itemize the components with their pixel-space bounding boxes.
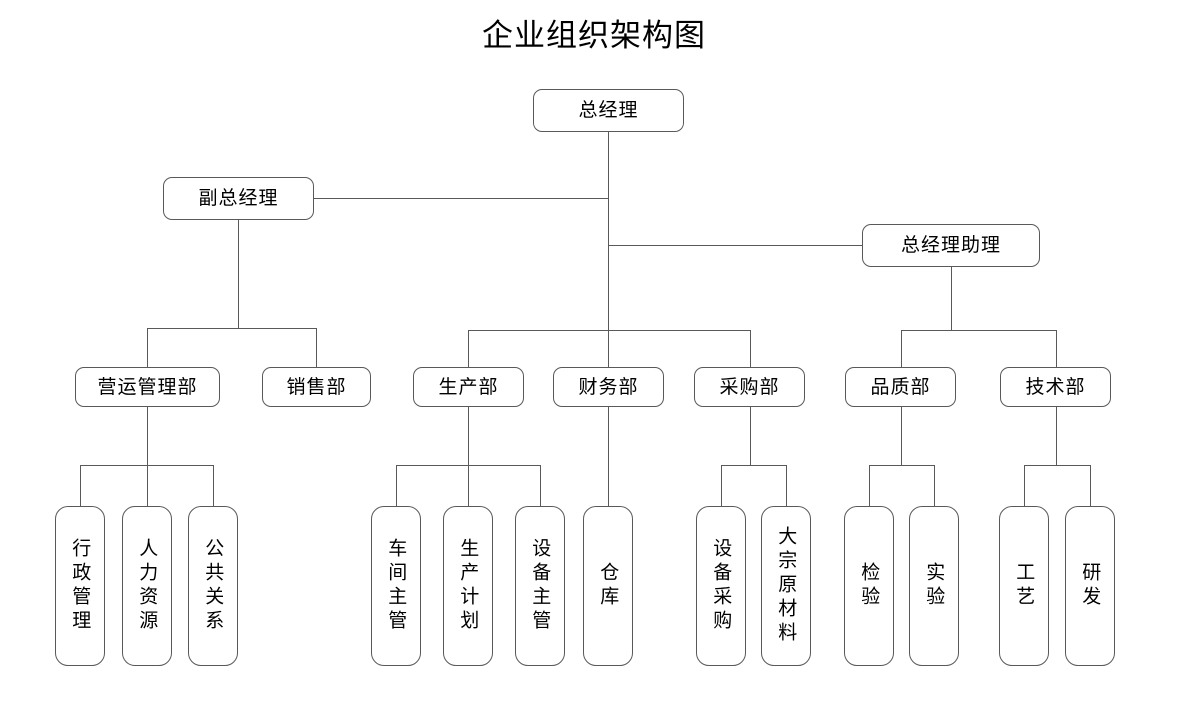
node-label: 人力资源	[136, 538, 159, 634]
node-public-relations[interactable]: 公共关系	[188, 506, 238, 666]
connector-assistant-trunk	[951, 267, 953, 330]
connector-operations-to-hr	[147, 465, 149, 506]
connector-gm-to-assistant	[608, 244, 951, 246]
node-quality-department[interactable]: 品质部	[845, 367, 956, 407]
connector-quality-to-experiment	[934, 465, 936, 506]
connector-gm-dept-bus	[468, 329, 751, 331]
node-rnd[interactable]: 研发	[1065, 506, 1115, 666]
connector-gm-to-production	[468, 330, 470, 367]
node-label: 生产部	[438, 375, 499, 398]
connector-assistant-bus	[901, 329, 1057, 331]
node-gm-assistant[interactable]: 总经理助理	[862, 224, 1040, 267]
connector-technology-trunk	[1056, 407, 1058, 465]
node-label: 车间主管	[385, 538, 408, 634]
connector-deputy-bus	[147, 327, 317, 329]
node-finance-department[interactable]: 财务部	[553, 367, 664, 407]
node-label: 研发	[1079, 562, 1102, 610]
connector-quality-bus	[869, 464, 935, 466]
connector-quality-to-inspection	[869, 465, 871, 506]
node-human-resources[interactable]: 人力资源	[122, 506, 172, 666]
node-label: 财务部	[578, 375, 639, 398]
connector-assistant-to-technology	[1056, 330, 1058, 367]
connector-finance-to-warehouse	[608, 407, 610, 506]
node-warehouse[interactable]: 仓库	[583, 506, 633, 666]
node-label: 技术部	[1025, 375, 1086, 398]
connector-procurement-to-rawmaterial	[786, 465, 788, 506]
connector-deputy-to-operations	[147, 328, 149, 367]
connector-technology-to-process	[1024, 465, 1026, 506]
connector-operations-to-admin	[80, 465, 82, 506]
page-title: 企业组织架构图	[482, 18, 706, 54]
connector-gm-to-finance	[608, 330, 610, 367]
node-label: 生产计划	[457, 538, 480, 634]
node-label: 营运管理部	[97, 375, 198, 398]
node-label: 副总经理	[198, 187, 279, 210]
node-label: 仓库	[597, 562, 620, 610]
node-label: 品质部	[870, 375, 931, 398]
connector-procurement-to-equippurchase	[721, 465, 723, 506]
connector-procurement-bus	[721, 464, 787, 466]
connector-operations-to-pr	[213, 465, 215, 506]
node-production-plan[interactable]: 生产计划	[443, 506, 493, 666]
connector-assistant-to-quality	[901, 330, 903, 367]
node-equipment-supervisor[interactable]: 设备主管	[515, 506, 565, 666]
connector-procurement-trunk	[750, 407, 752, 465]
node-label: 工艺	[1013, 562, 1036, 610]
connector-gm-trunk	[608, 132, 610, 330]
node-admin-management[interactable]: 行政管理	[55, 506, 105, 666]
node-label: 实验	[923, 562, 946, 610]
node-label: 设备采购	[710, 538, 733, 634]
node-label: 总经理助理	[900, 234, 1001, 257]
node-label: 设备主管	[529, 538, 552, 634]
node-label: 行政管理	[69, 538, 92, 634]
connector-production-trunk	[468, 407, 470, 465]
node-label: 检验	[858, 562, 881, 610]
connector-production-to-workshop	[396, 465, 398, 506]
connector-gm-to-procurement	[750, 330, 752, 367]
connector-deputy-to-sales	[316, 328, 318, 367]
connector-production-to-prodplan	[468, 465, 470, 506]
node-equipment-procurement[interactable]: 设备采购	[696, 506, 746, 666]
connector-deputy-trunk	[238, 220, 240, 328]
node-label: 销售部	[286, 375, 347, 398]
connector-gm-to-deputy	[238, 197, 609, 199]
node-operations-department[interactable]: 营运管理部	[75, 367, 220, 407]
node-technology-department[interactable]: 技术部	[1000, 367, 1111, 407]
connector-operations-trunk	[147, 407, 149, 465]
connector-technology-bus	[1024, 464, 1090, 466]
node-sales-department[interactable]: 销售部	[262, 367, 371, 407]
connector-technology-to-rnd	[1090, 465, 1092, 506]
node-experiment[interactable]: 实验	[909, 506, 959, 666]
node-inspection[interactable]: 检验	[844, 506, 894, 666]
node-procurement-department[interactable]: 采购部	[694, 367, 805, 407]
node-bulk-raw-material[interactable]: 大宗原材料	[761, 506, 811, 666]
node-general-manager[interactable]: 总经理	[533, 89, 684, 132]
node-workshop-supervisor[interactable]: 车间主管	[371, 506, 421, 666]
node-label: 公共关系	[202, 538, 225, 634]
connector-quality-trunk	[901, 407, 903, 465]
node-label: 总经理	[578, 99, 639, 122]
node-deputy-general-manager[interactable]: 副总经理	[163, 177, 314, 220]
node-label: 采购部	[719, 375, 780, 398]
node-production-department[interactable]: 生产部	[413, 367, 524, 407]
node-process[interactable]: 工艺	[999, 506, 1049, 666]
connector-production-to-equipsup	[540, 465, 542, 506]
node-label: 大宗原材料	[775, 526, 798, 646]
